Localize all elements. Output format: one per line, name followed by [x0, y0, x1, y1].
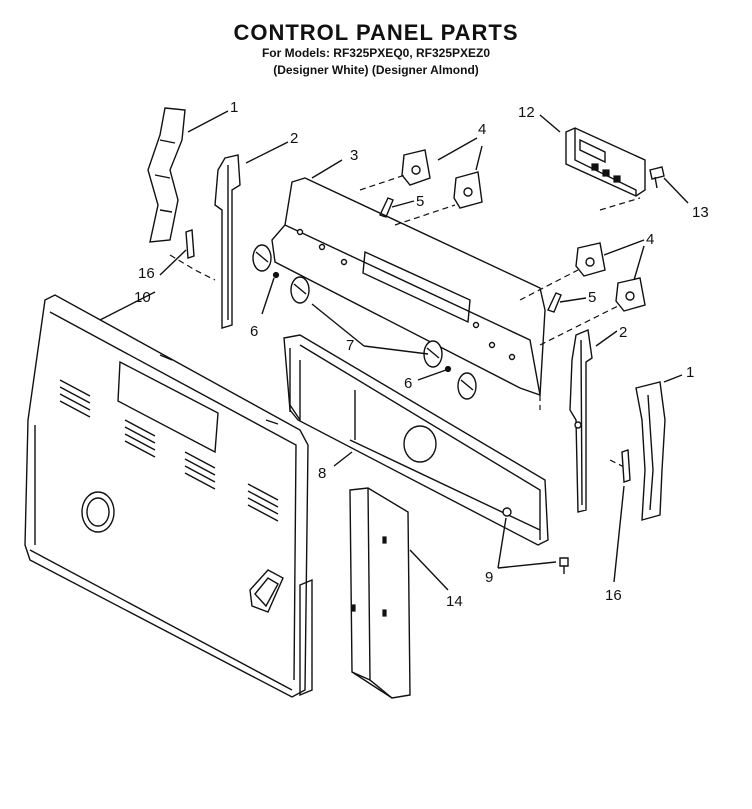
- control-panel-part-3: [271, 177, 546, 396]
- callout-numbers: 1 2 3 4 5 12 13 4 5 2 1 16 10 6 7 6 8 9 …: [134, 99, 709, 610]
- screw-part-9-b: [559, 557, 569, 574]
- callout-10: 10: [134, 289, 151, 306]
- callout-2-left: 2: [290, 130, 298, 147]
- knob-part-7-a: [252, 244, 272, 272]
- screw-part-6-left: [272, 271, 280, 279]
- screw-part-13: [649, 166, 665, 189]
- model-colors: (Designer White) (Designer Almond): [273, 63, 479, 77]
- callout-14: 14: [446, 593, 463, 610]
- callout-3: 3: [350, 147, 358, 164]
- clip-part-16-left: [185, 229, 195, 259]
- callout-16-left: 16: [138, 265, 155, 282]
- side-bracket-part-2-right: [569, 329, 593, 513]
- screw-part-9-a: [502, 507, 512, 517]
- callout-7: 7: [346, 337, 354, 354]
- switch-part-4-upper: [401, 149, 483, 209]
- page-title: CONTROL PANEL PARTS: [233, 20, 519, 45]
- callout-2-right: 2: [619, 324, 627, 341]
- callout-4-upper: 4: [478, 121, 486, 138]
- callout-leader-lines: [99, 110, 689, 591]
- manifold-panel-part-8: [283, 334, 549, 546]
- rear-panel-part-10: [24, 294, 313, 698]
- assembly-guide-lines: [169, 174, 641, 471]
- callout-5-lower: 5: [588, 289, 596, 306]
- signal-light-part-5-upper: [379, 197, 394, 218]
- callout-13: 13: [692, 204, 709, 221]
- switch-part-4-lower: [575, 242, 646, 312]
- side-trim-part-1-right: [635, 381, 666, 521]
- callout-8: 8: [318, 465, 326, 482]
- signal-light-part-5-lower: [547, 292, 562, 313]
- callout-1-right: 1: [686, 364, 694, 381]
- callout-9: 9: [485, 569, 493, 586]
- clock-display-part-12: [565, 127, 646, 197]
- model-numbers: For Models: RF325PXEQ0, RF325PXEZ0: [261, 46, 491, 60]
- clip-part-16-right: [621, 449, 631, 483]
- screw-part-6-right: [444, 365, 452, 373]
- callout-5-upper: 5: [416, 193, 424, 210]
- callout-6-left: 6: [250, 323, 258, 340]
- side-trim-part-1-left: [147, 107, 186, 243]
- vertical-trim-part-14: [349, 487, 411, 699]
- callout-12: 12: [518, 104, 535, 121]
- callout-1-left: 1: [230, 99, 238, 116]
- callout-4-lower: 4: [646, 231, 654, 248]
- callout-16-right: 16: [605, 587, 622, 604]
- side-bracket-part-2-left: [214, 154, 241, 329]
- callout-6-right: 6: [404, 375, 412, 392]
- knob-part-7-d: [457, 372, 477, 400]
- knob-part-7-b: [290, 276, 310, 304]
